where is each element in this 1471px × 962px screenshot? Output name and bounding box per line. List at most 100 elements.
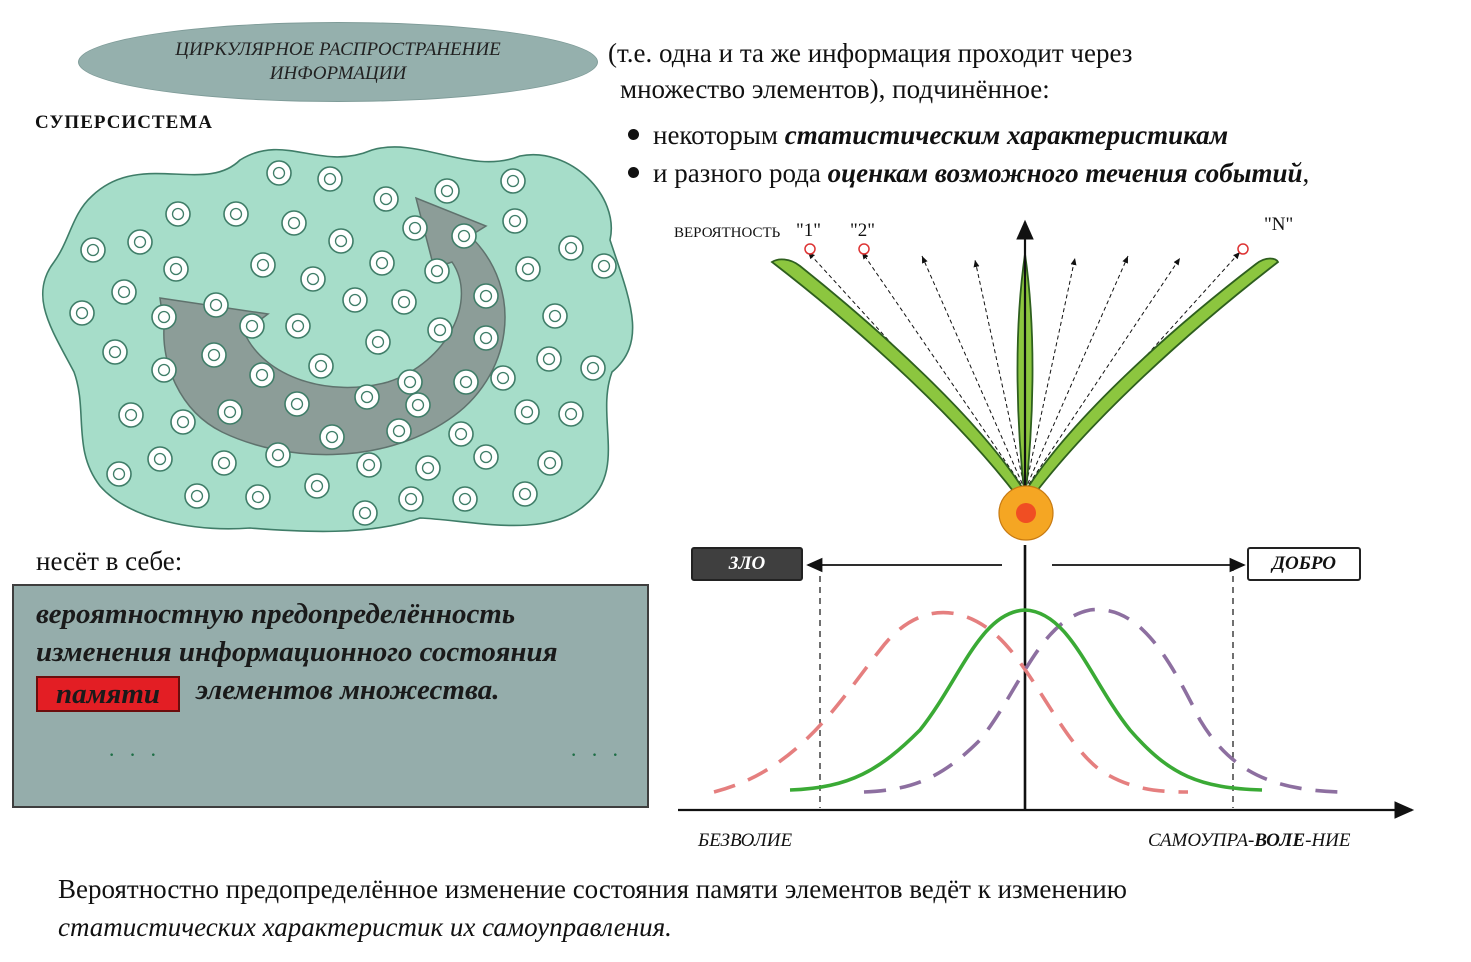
supersystem-element-core	[564, 241, 578, 255]
supersystem-element-core	[153, 452, 167, 466]
sun-inner	[1016, 503, 1036, 523]
box-line1: вероятностную предопределённость	[36, 598, 516, 630]
supersystem-element	[184, 483, 210, 509]
probability-circle-n	[1237, 243, 1249, 255]
axis-right-label: САМОУПРА-ВОЛЕ-НИЕ	[1148, 830, 1351, 852]
probability-ray	[1024, 257, 1077, 491]
supersystem-element-core	[287, 216, 301, 230]
supersystem-element	[386, 418, 412, 444]
supersystem-element-core	[430, 264, 444, 278]
supersystem-element	[402, 215, 428, 241]
supersystem-element	[203, 292, 229, 318]
supersystem-element-core	[217, 456, 231, 470]
supersystem-element-core	[314, 359, 328, 373]
supersystem-element-core	[564, 407, 578, 421]
supersystem-element-core	[271, 448, 285, 462]
supersystem-element-core	[459, 375, 473, 389]
supersystem-element-core	[479, 450, 493, 464]
bullet2-plain: и разного рода	[653, 158, 828, 188]
probability-label: ВЕРОЯТНОСТЬ	[674, 225, 781, 241]
supersystem-elements	[69, 160, 617, 526]
circulation-label-line1: ЦИРКУЛЯРНОЕ РАСПРОСТРАНЕНИЕ	[175, 39, 501, 60]
supersystem-element-core	[223, 405, 237, 419]
probability-q2: "2"	[850, 220, 876, 241]
supersystem-element	[558, 401, 584, 427]
supersystem-element	[111, 279, 137, 305]
supersystem-element	[102, 339, 128, 365]
supersystem-element	[281, 210, 307, 236]
supersystem-element	[515, 256, 541, 282]
supersystem-element-core	[306, 272, 320, 286]
axis-right-post: -НИЕ	[1305, 830, 1351, 851]
supersystem-element	[397, 369, 423, 395]
bullet2-tail: ,	[1302, 158, 1310, 188]
supersystem-element-core	[176, 415, 190, 429]
supersystem-element-core	[112, 467, 126, 481]
probability-ray	[1024, 255, 1129, 491]
supersystem-element-core	[169, 262, 183, 276]
supersystem-blob	[41, 146, 634, 533]
supersystem-element-core	[371, 335, 385, 349]
supersystem-element-core	[272, 166, 286, 180]
supersystem-element-core	[518, 487, 532, 501]
evil-label: ЗЛО	[691, 547, 803, 581]
probability-q1: "1"	[796, 220, 822, 241]
supersystem-element	[373, 186, 399, 212]
supersystem-element	[300, 266, 326, 292]
supersystem-element	[502, 208, 528, 234]
supersystem-element	[448, 421, 474, 447]
supersystem-element-core	[479, 289, 493, 303]
supersystem-element	[512, 481, 538, 507]
supersystem-element	[580, 355, 606, 381]
supersystem-element	[424, 258, 450, 284]
supersystem-element-core	[404, 492, 418, 506]
supersystem-element	[151, 357, 177, 383]
supersystem-element-core	[245, 319, 259, 333]
dots-left: · · ·	[108, 742, 161, 767]
supersystem-element	[245, 484, 271, 510]
supersystem-element-core	[291, 319, 305, 333]
supersystem-element	[163, 256, 189, 282]
supersystem-element-core	[229, 207, 243, 221]
supersystem-element	[165, 201, 191, 227]
supersystem-element-core	[360, 390, 374, 404]
supersystem-element-core	[124, 408, 138, 422]
supersystem-element-core	[458, 492, 472, 506]
supersystem-element	[452, 486, 478, 512]
curve-purple	[863, 607, 1341, 794]
supersystem-element	[391, 289, 417, 315]
supersystem-element	[453, 369, 479, 395]
left-leaf	[770, 258, 1027, 502]
supersystem-element	[434, 178, 460, 204]
supersystem-element	[127, 229, 153, 255]
supersystem-element	[118, 402, 144, 428]
supersystem-element-core	[255, 368, 269, 382]
bullet2-emph: оценкам возможного течения событий	[827, 158, 1303, 188]
supersystem-element	[284, 391, 310, 417]
supersystem-element-core	[379, 192, 393, 206]
supersystem-element	[319, 424, 345, 450]
supersystem-element-core	[86, 243, 100, 257]
curve-green	[789, 608, 1263, 792]
supersystem-element-core	[411, 398, 425, 412]
supersystem-element	[265, 442, 291, 468]
supersystem-element	[536, 346, 562, 372]
supersystem-element	[249, 362, 275, 388]
supersystem-element-core	[521, 262, 535, 276]
supersystem-element	[369, 250, 395, 276]
supersystem-element	[342, 287, 368, 313]
supersystem-element	[201, 342, 227, 368]
supersystem-element	[398, 486, 424, 512]
supersystem-element-core	[207, 348, 221, 362]
circulation-label-line2: ИНФОРМАЦИИ	[269, 63, 407, 84]
supersystem-element-core	[421, 461, 435, 475]
supersystem-element	[304, 473, 330, 499]
curve-pink	[713, 610, 1189, 794]
supersystem-element-core	[586, 361, 600, 375]
supersystem-element	[308, 353, 334, 379]
supersystem-element-core	[171, 207, 185, 221]
bullet1-emph: статистическим характеристикам	[784, 120, 1229, 150]
bullet1-plain: некоторым	[653, 120, 785, 150]
supersystem-element	[537, 450, 563, 476]
probability-qn: "N"	[1264, 214, 1294, 235]
